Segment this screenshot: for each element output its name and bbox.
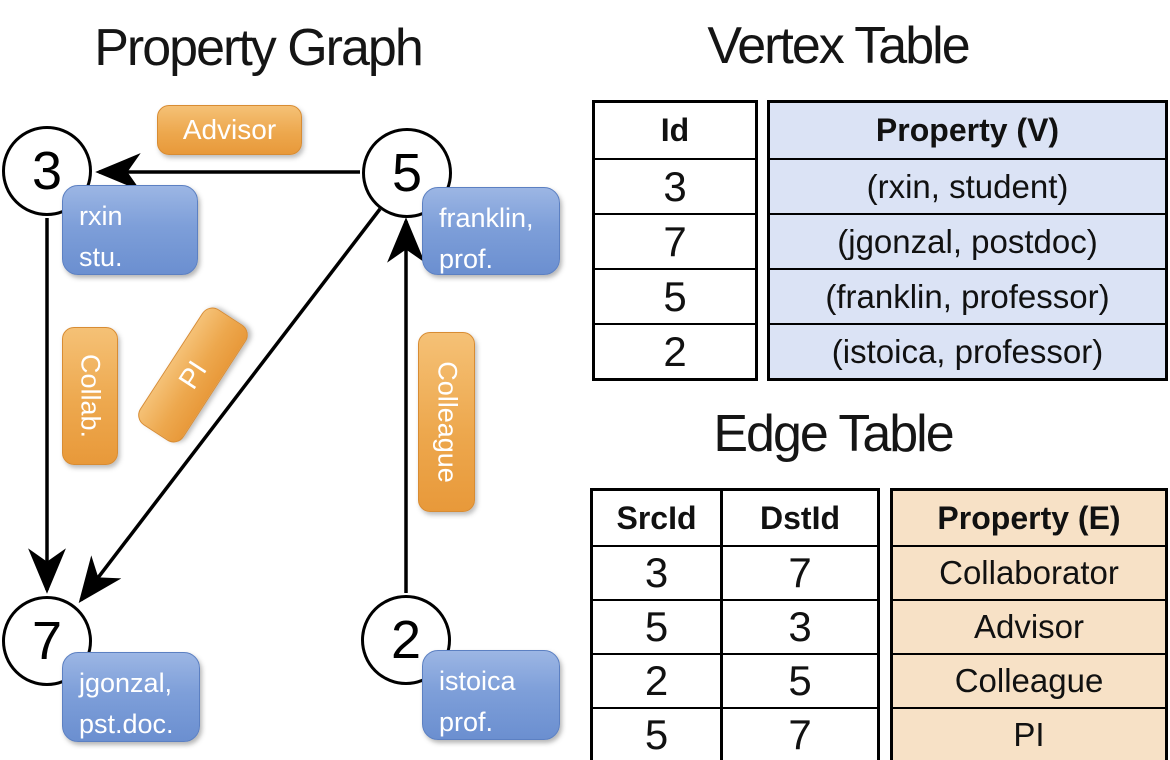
vertex-table-property-column: Property (V) (rxin, student) (jgonzal, p…: [767, 100, 1168, 381]
node-7-prop-line1: jgonzal,: [79, 668, 173, 698]
vertex-row-2-id: 5: [595, 268, 755, 323]
vertex-table-header-id: Id: [660, 112, 690, 148]
edge-table-header-property: Property (E): [893, 491, 1165, 545]
node-id-2: 2: [390, 610, 422, 670]
node-id-5: 5: [391, 143, 423, 203]
vertex-row-0-id: 3: [595, 158, 755, 213]
edge-label-collab-text: Collab.: [75, 353, 106, 439]
node-3-prop-line1: rxin: [79, 201, 123, 231]
edge-row-2-dst: 5: [723, 653, 877, 707]
edge-label-advisor: Advisor: [157, 105, 302, 155]
edge-table-property-column: Property (E) Collaborator Advisor Collea…: [890, 488, 1168, 760]
edge-row-0-dst: 7: [723, 545, 877, 599]
node-property-box-3: rxin stu.: [62, 185, 198, 275]
edge-row-3-src: 5: [593, 707, 720, 760]
graph-node-3: 3: [2, 126, 92, 216]
edge-table-header-srcid: SrcId: [616, 499, 697, 536]
node-7-prop-line2: pst.doc.: [79, 708, 174, 739]
edge-row-2-src: 2: [593, 653, 720, 707]
edge-row-0-src: 3: [593, 545, 720, 599]
vertex-row-2-property: (franklin, professor): [770, 268, 1165, 323]
vertex-row-1-property: (jgonzal, postdoc): [770, 213, 1165, 268]
edge-row-1-src: 5: [593, 599, 720, 653]
edge-table-srcid-column: SrcId 3 5 2 5: [590, 488, 723, 760]
vertex-table-id-column: Id 3 7 5 2: [592, 100, 758, 381]
edge-label-pi-text: PI: [172, 355, 213, 395]
vertex-row-3-id: 2: [595, 323, 755, 378]
node-id-3: 3: [31, 141, 63, 201]
edge-table-dstid-column: DstId 7 3 5 7: [720, 488, 880, 760]
edge-row-1-property: Advisor: [893, 599, 1165, 653]
vertex-table-header-property: Property (V): [770, 103, 1165, 158]
edge-label-colleague-text: Colleague: [432, 361, 462, 483]
node-2-prop-line1: istoica: [439, 666, 516, 696]
node-2-prop-line2: prof.: [439, 706, 494, 737]
edge-label-collab: Collab.: [62, 327, 118, 465]
edge-label-colleague: Colleague: [418, 332, 475, 512]
vertex-table-title: Vertex Table: [707, 17, 970, 75]
edge-row-3-dst: 7: [723, 707, 877, 760]
vertex-row-0-property: (rxin, student): [770, 158, 1165, 213]
node-5-prop-line1: franklin,: [439, 203, 534, 233]
node-id-7: 7: [31, 611, 63, 671]
node-property-box-2: istoica prof.: [422, 650, 560, 740]
edge-table-header-dstid: DstId: [760, 499, 840, 536]
property-graph-title: Property Graph: [94, 19, 423, 77]
node-property-box-5: franklin, prof.: [422, 187, 560, 275]
edge-row-2-property: Colleague: [893, 653, 1165, 707]
edge-table-title: Edge Table: [713, 405, 954, 463]
edge-row-1-dst: 3: [723, 599, 877, 653]
edge-row-3-property: PI: [893, 707, 1165, 760]
vertex-row-1-id: 7: [595, 213, 755, 268]
node-property-box-7: jgonzal, pst.doc.: [62, 652, 200, 742]
node-3-prop-line2: stu.: [79, 241, 123, 272]
edge-arrow-pi-5-to-7: [78, 207, 382, 604]
edge-label-advisor-text: Advisor: [182, 114, 277, 145]
edge-row-0-property: Collaborator: [893, 545, 1165, 599]
node-5-prop-line2: prof.: [439, 243, 494, 274]
vertex-row-3-property: (istoica, professor): [770, 323, 1165, 378]
